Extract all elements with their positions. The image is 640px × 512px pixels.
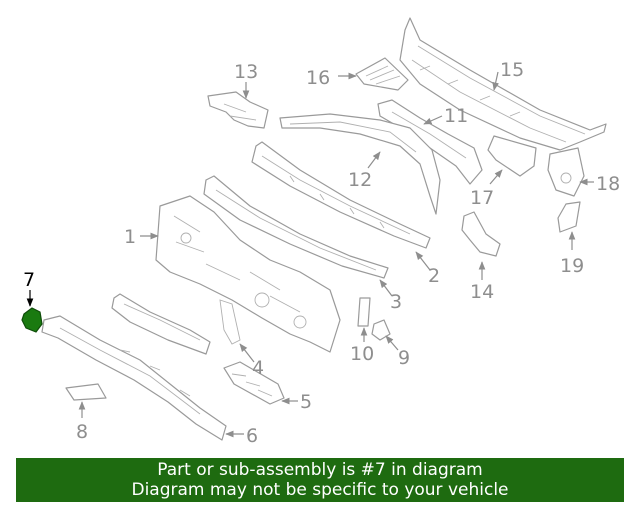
banner-line-1: Part or sub-assembly is #7 in diagram [157,460,483,480]
part-10-bracket [357,297,371,327]
part-8-bracket [65,383,107,401]
callout-16[interactable]: 16 [306,67,330,89]
part-12-crossmember [279,113,441,215]
part-18-bracket [547,147,585,197]
callout-14[interactable]: 14 [470,281,494,303]
banner-line-2: Diagram may not be specific to your vehi… [131,480,509,500]
part-4-crossmember [111,293,241,355]
callout-4[interactable]: 4 [252,357,264,379]
callout-9[interactable]: 9 [398,347,410,369]
part-16-grille [355,57,409,91]
callout-2[interactable]: 2 [428,265,440,287]
part-1-dash-panel [155,195,341,353]
part-14-bracket [461,211,501,257]
callout-19[interactable]: 19 [560,255,584,277]
callout-10[interactable]: 10 [350,343,374,365]
callout-8[interactable]: 8 [76,421,88,443]
part-9-clip [371,319,391,341]
part-17-bracket [487,135,537,177]
leader-lines [26,71,594,438]
info-banner: Part or sub-assembly is #7 in diagram Di… [16,458,624,502]
parts-diagram: 1 2 3 4 5 6 7 8 9 10 11 12 13 14 15 16 1… [21,17,620,447]
callout-labels: 1 2 3 4 5 6 7 8 9 10 11 12 13 14 15 16 1… [23,59,620,447]
part-19-bracket [557,201,581,233]
callout-5[interactable]: 5 [300,391,312,413]
callout-17[interactable]: 17 [470,187,494,209]
callout-6[interactable]: 6 [246,425,258,447]
callout-7[interactable]: 7 [23,269,35,291]
callout-11[interactable]: 11 [444,105,468,127]
callout-12[interactable]: 12 [348,169,372,191]
callout-1[interactable]: 1 [124,226,136,248]
part-13-bracket [207,91,269,129]
part-7-highlighted [21,307,43,333]
callout-18[interactable]: 18 [596,173,620,195]
part-2-dash-upper [251,141,431,249]
part-3-dash-lower [203,175,389,279]
callout-13[interactable]: 13 [234,61,258,83]
part-6-floor-member [41,315,227,441]
callout-3[interactable]: 3 [390,291,402,313]
callout-15[interactable]: 15 [500,59,524,81]
